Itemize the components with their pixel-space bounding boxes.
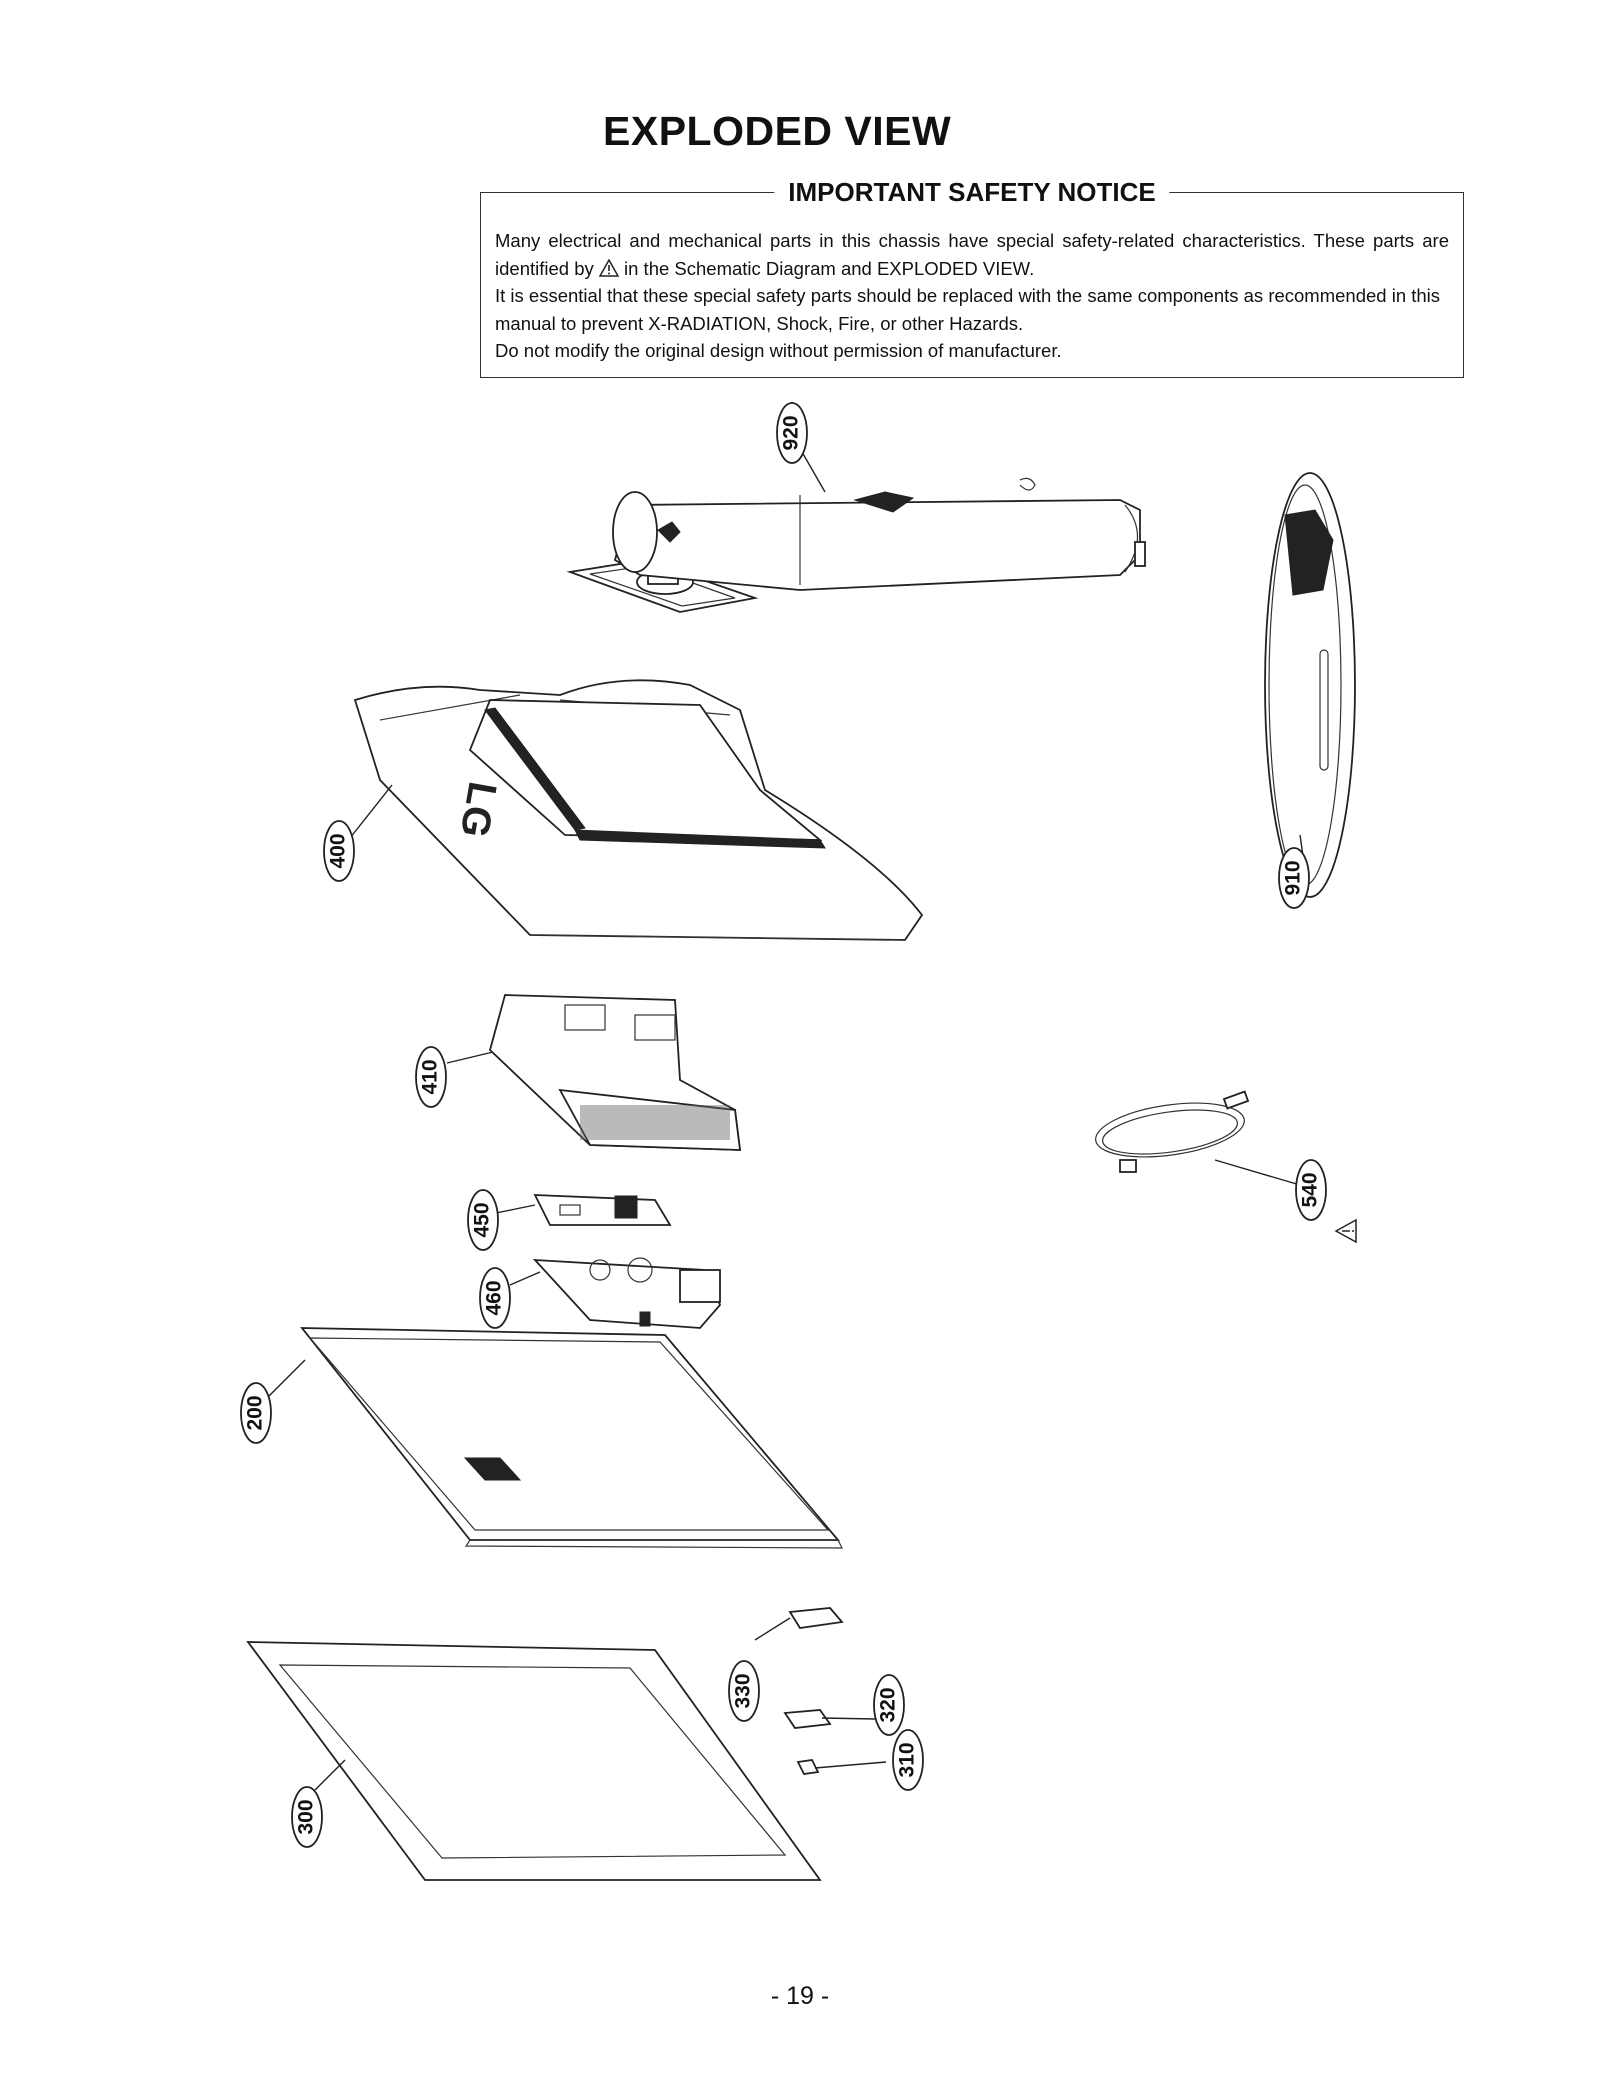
callout-400: 400 [323, 820, 355, 882]
part-310-lens [796, 1759, 820, 1775]
callout-330: 330 [728, 1660, 760, 1722]
part-200-lcd-panel [300, 1327, 843, 1549]
callout-460-label: 460 [483, 1280, 506, 1315]
callout-910-label: 910 [1282, 860, 1305, 895]
notice-line-1-text: Many electrical and mechanical parts in … [495, 230, 1449, 279]
callout-540: 540 [1295, 1159, 1327, 1221]
part-400-back-cover: LG [353, 679, 924, 941]
part-300-front-cabinet [246, 1641, 822, 1881]
callout-920: 920 [776, 402, 808, 464]
notice-line-3: Do not modify the original design withou… [495, 340, 1062, 361]
part-320-button [783, 1709, 832, 1729]
svg-text:LG: LG [451, 778, 504, 840]
callout-450: 450 [467, 1189, 499, 1251]
part-330-bracket [788, 1607, 844, 1629]
callout-320: 320 [873, 1674, 905, 1736]
part-450-key-board [533, 1194, 672, 1226]
callout-300-label: 300 [295, 1799, 318, 1834]
part-910-stand-base [1264, 472, 1356, 898]
callout-310: 310 [892, 1729, 924, 1791]
warning-triangle-icon [598, 258, 619, 277]
callout-450-label: 450 [471, 1202, 494, 1237]
callout-540-label: 540 [1299, 1172, 1322, 1207]
notice-line-1-text-end: in the Schematic Diagram and EXPLODED VI… [624, 257, 1035, 279]
part-540-power-cord [1095, 1090, 1250, 1173]
part-410-shield-case [488, 994, 742, 1151]
warning-triangle-icon [1334, 1218, 1357, 1244]
page-number: - 19 - [770, 1982, 830, 2010]
callout-320-label: 320 [877, 1687, 900, 1722]
part-460-main-board [532, 1257, 722, 1329]
callout-200: 200 [240, 1382, 272, 1444]
callout-330-label: 330 [732, 1673, 755, 1708]
callout-200-label: 200 [244, 1395, 267, 1430]
notice-line-2: It is essential that these special safet… [495, 285, 1441, 334]
notice-line-1: Many electrical and mechanical parts in … [495, 227, 1449, 282]
callout-400-label: 400 [327, 833, 350, 868]
part-920-stand-arm [566, 477, 1146, 613]
callout-920-label: 920 [780, 415, 803, 450]
callout-410: 410 [415, 1046, 447, 1108]
callout-910: 910 [1278, 847, 1310, 909]
safety-notice-body: Many electrical and mechanical parts in … [495, 227, 1449, 365]
page-title: EXPLODED VIEW [603, 108, 952, 154]
safety-notice-box: IMPORTANT SAFETY NOTICE Many electrical … [480, 177, 1464, 378]
callout-460: 460 [479, 1267, 511, 1329]
callout-310-label: 310 [896, 1742, 919, 1777]
leader-lines [264, 451, 1306, 1791]
callout-410-label: 410 [419, 1059, 442, 1094]
callout-300: 300 [291, 1786, 323, 1848]
safety-notice-title: IMPORTANT SAFETY NOTICE [774, 177, 1170, 208]
